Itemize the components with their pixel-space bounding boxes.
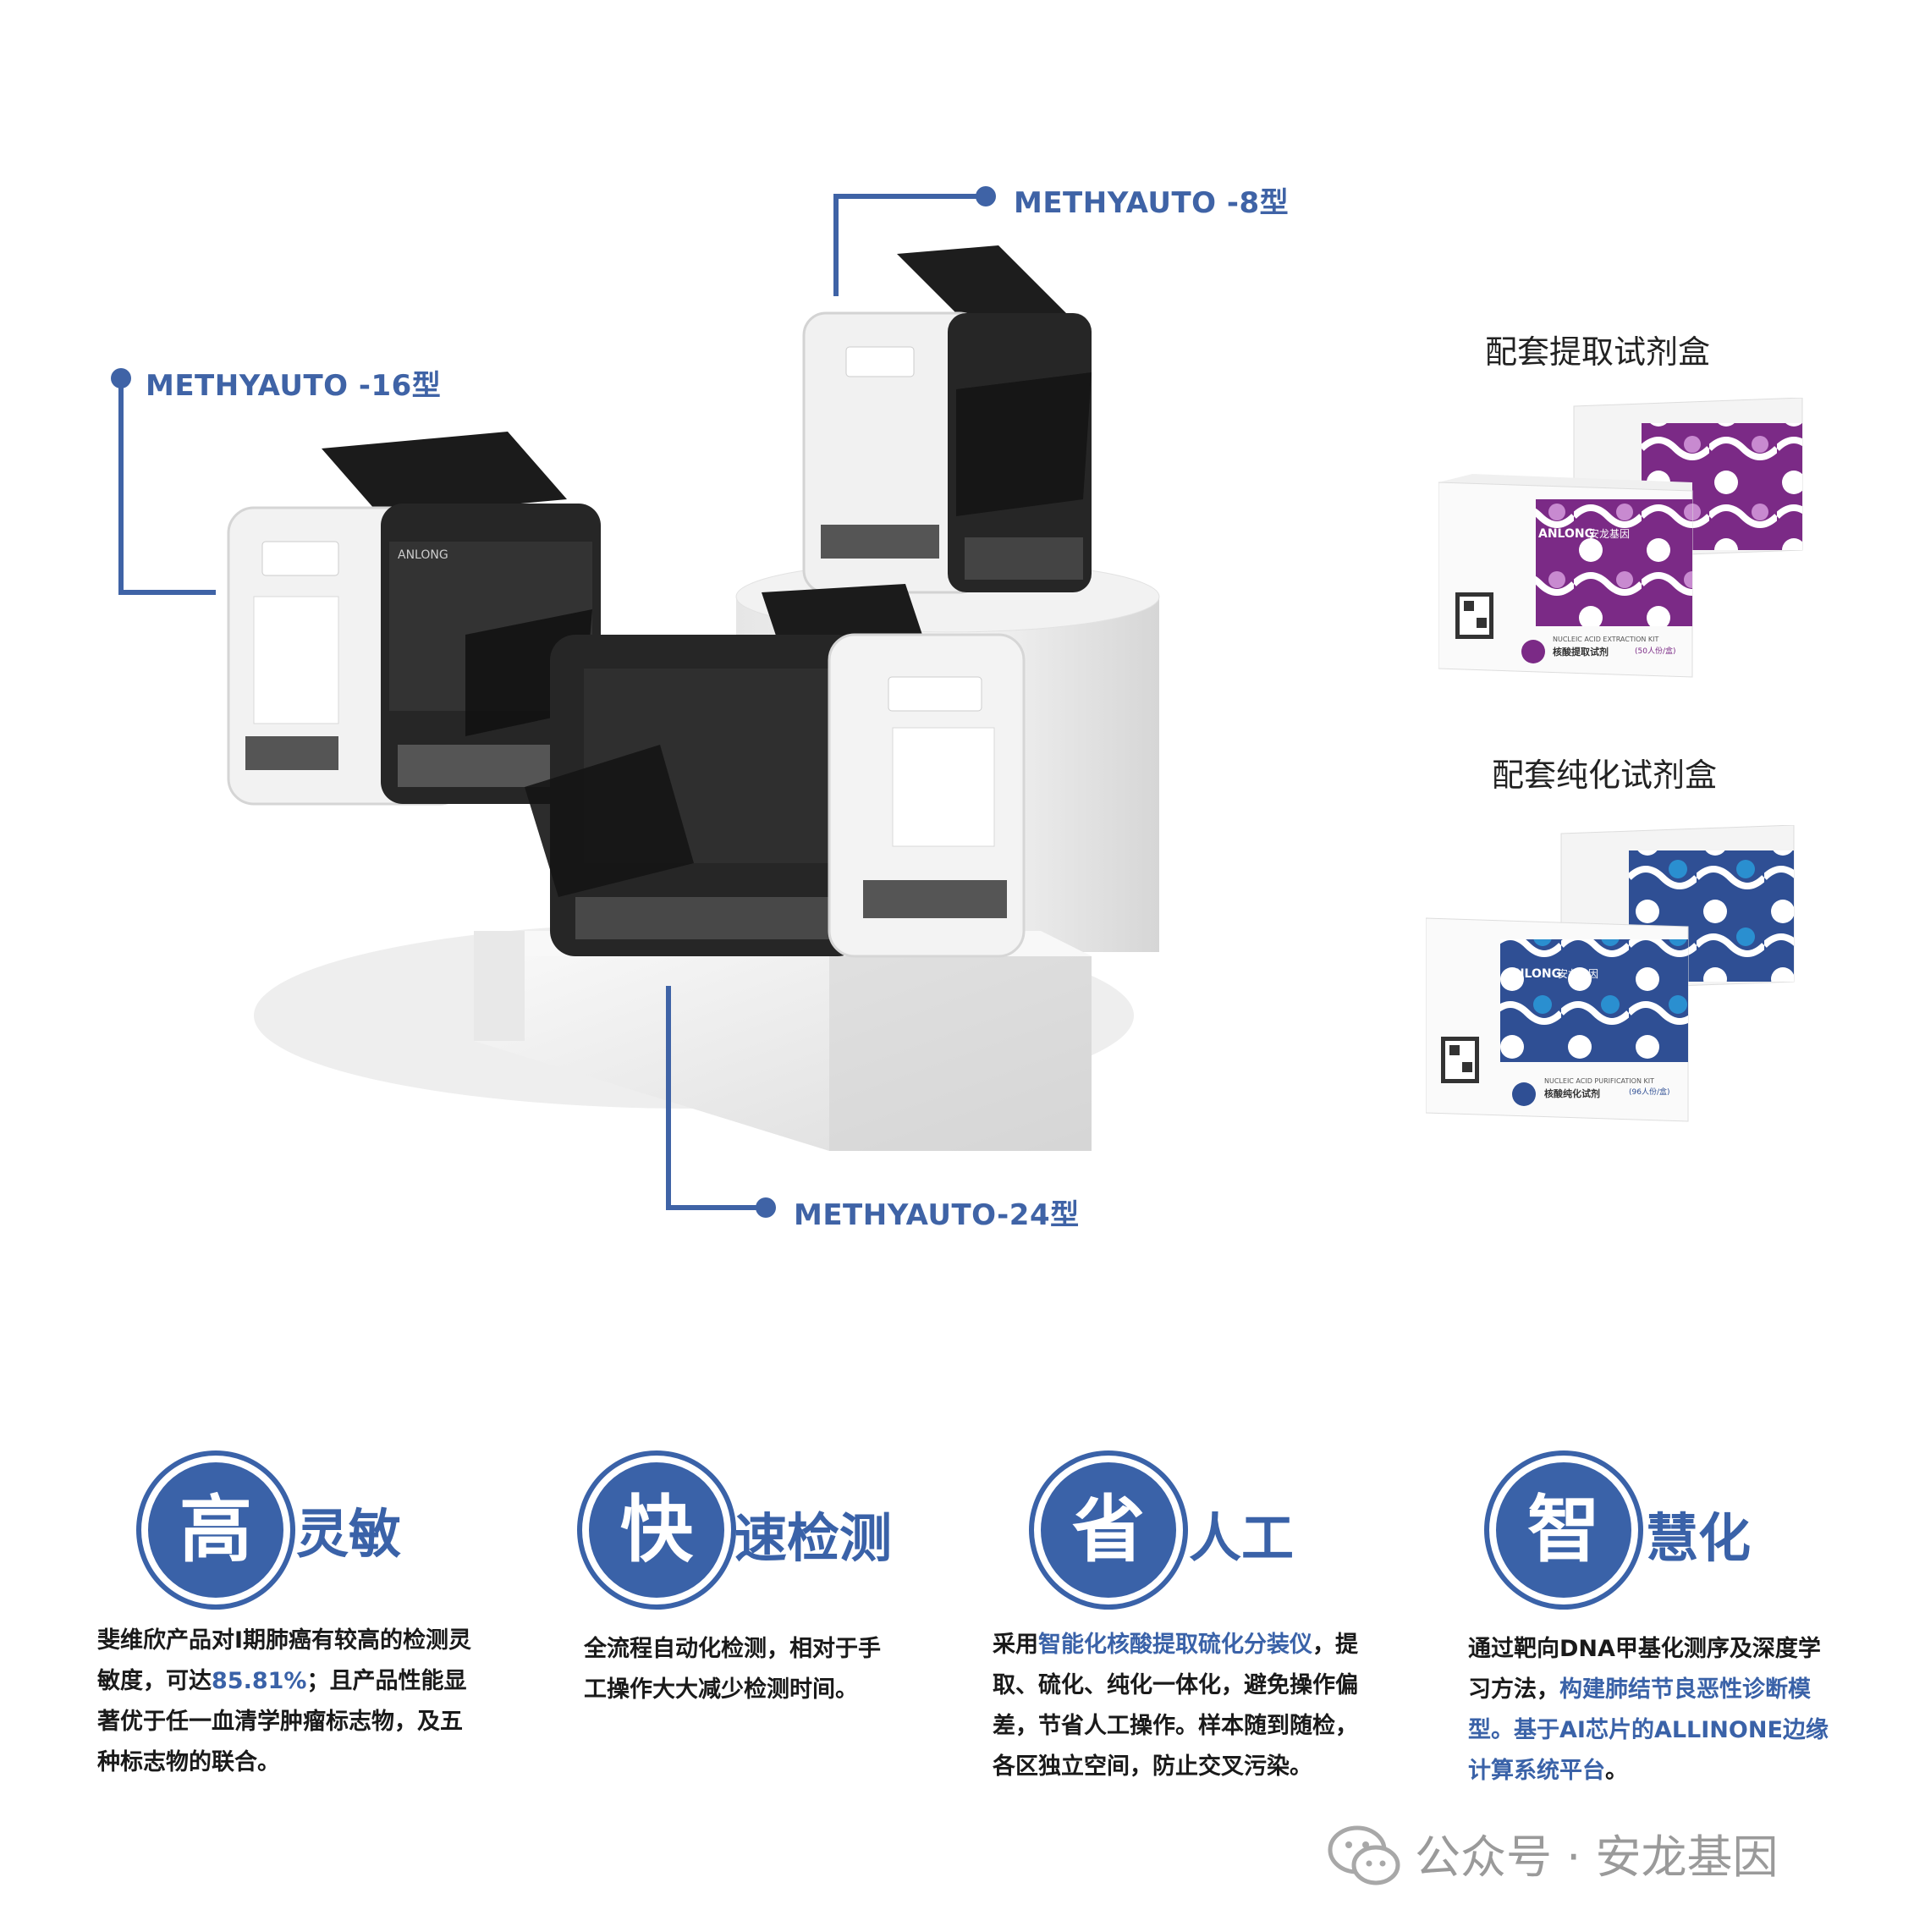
feature-fast-char: 快 [620,1488,693,1572]
extraction-kit-title: 配套提取试剂盒 [1485,333,1711,371]
purification-kit-title: 配套纯化试剂盒 [1492,757,1718,794]
extraction-kit-cn: 核酸提取试剂 [1553,646,1609,658]
extraction-kit-boxes: ANLONG 安龙基因 NUCLEIC ACID EXTRACTION KIT … [1438,398,1803,678]
callout-methyauto-16: METHYAUTO -16型 [146,369,442,403]
feature-smart-desc: 通过靶向DNA甲基化测序及深度学习方法，构建肺结节良恶性诊断模型。基于AI芯片的… [1468,1636,1829,1784]
feature-smart-circle: 智 [1489,1456,1638,1604]
callout-methyauto-24: METHYAUTO-24型 [794,1198,1080,1232]
feature-save-char: 省 [1072,1488,1145,1572]
wechat-icon [1328,1825,1400,1885]
purification-kit-en: NUCLEIC ACID PURIFICATION KIT [1544,1077,1654,1085]
footer-account: 公众号 · 安龙基因 [1415,1830,1779,1884]
callout-methyauto-8: METHYAUTO -8型 [1014,186,1290,220]
machine-methyauto-8 [802,245,1092,594]
purification-kit-brand-cn: 安龙基因 [1558,967,1598,980]
machine-brand-label: ANLONG [398,548,448,562]
purification-kit-pack: (96人份/盒) [1629,1087,1670,1097]
purification-kit-brand: ANLONG [1505,967,1561,981]
feature-smart-word: 慧化 [1646,1507,1752,1569]
feature-smart-char: 智 [1527,1488,1600,1572]
feature-high-word: 灵敏 [296,1503,402,1565]
feature-save-word: 人工 [1189,1507,1295,1569]
feature-high-desc: 斐维欣产品对I期肺癌有较高的检测灵敏度，可达85.81%；且产品性能显著优于任一… [97,1627,472,1775]
machine-methyauto-24 [525,584,1026,958]
machine-methyauto-16: ANLONG [227,432,601,806]
callout-lines [111,186,996,1218]
feature-fast-circle: 快 [582,1456,731,1604]
feature-save-circle: 省 [1034,1456,1183,1604]
feature-high-char: 高 [179,1488,252,1572]
feature-high-circle: 高 [141,1456,290,1604]
feature-fast-desc: 全流程自动化检测，相对于手工操作大大减少检测时间。 [584,1636,881,1703]
extraction-kit-brand: ANLONG [1538,527,1594,541]
purification-kit-boxes: ANLONG 安龙基因 NUCLEIC ACID PURIFICATION KI… [1426,825,1795,1122]
extraction-kit-pack: (50人份/盒) [1635,646,1676,656]
feature-save-desc: 采用智能化核酸提取硫化分装仪，提取、硫化、纯化一体化，避免操作偏差，节省人工操作… [993,1632,1358,1780]
extraction-kit-brand-cn: 安龙基因 [1589,527,1630,540]
extraction-kit-en: NUCLEIC ACID EXTRACTION KIT [1553,636,1659,643]
feature-fast-word: 速检测 [734,1507,893,1569]
purification-kit-cn: 核酸纯化试剂 [1544,1087,1600,1099]
